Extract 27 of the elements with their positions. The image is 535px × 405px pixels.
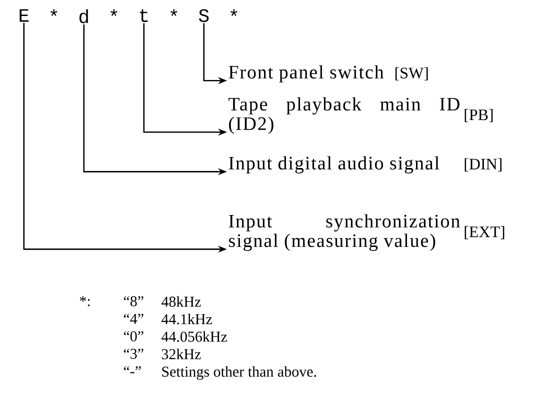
asterisk: * <box>230 9 238 16</box>
code-label: [EXT] <box>464 226 504 240</box>
value-code: “8” <box>124 296 144 306</box>
description-text: Input synchronization signal (measuring value) <box>228 214 460 251</box>
code-label: [PB] <box>464 108 493 122</box>
asterisk: * <box>170 9 178 16</box>
value-text: 44.1kHz <box>162 314 212 324</box>
description-text: Input digital audio signal <box>228 156 440 174</box>
code-label: [SW] <box>395 67 428 80</box>
code-letter: t <box>140 9 148 22</box>
asterisk: * <box>50 9 58 16</box>
value-text: 48kHz <box>162 296 201 307</box>
value-text: 32kHz <box>162 348 201 360</box>
value-code: “4” <box>124 314 144 324</box>
code-letter: S <box>198 9 209 22</box>
description-text: Tape playback main ID (ID2) <box>228 97 460 134</box>
wildcard-symbol: *: <box>80 296 90 306</box>
code-letter: E <box>20 9 29 22</box>
value-code: “0” <box>124 331 144 342</box>
description-text: Front panel switch <box>228 65 384 82</box>
value-code: “3” <box>124 348 144 359</box>
value-code: “-” <box>124 366 141 374</box>
value-text: Settings other than above. <box>162 366 316 380</box>
code-label: [DIN] <box>464 158 502 172</box>
value-text: 44.056kHz <box>162 331 228 342</box>
code-letter: d <box>80 9 88 24</box>
asterisk: * <box>110 9 118 16</box>
